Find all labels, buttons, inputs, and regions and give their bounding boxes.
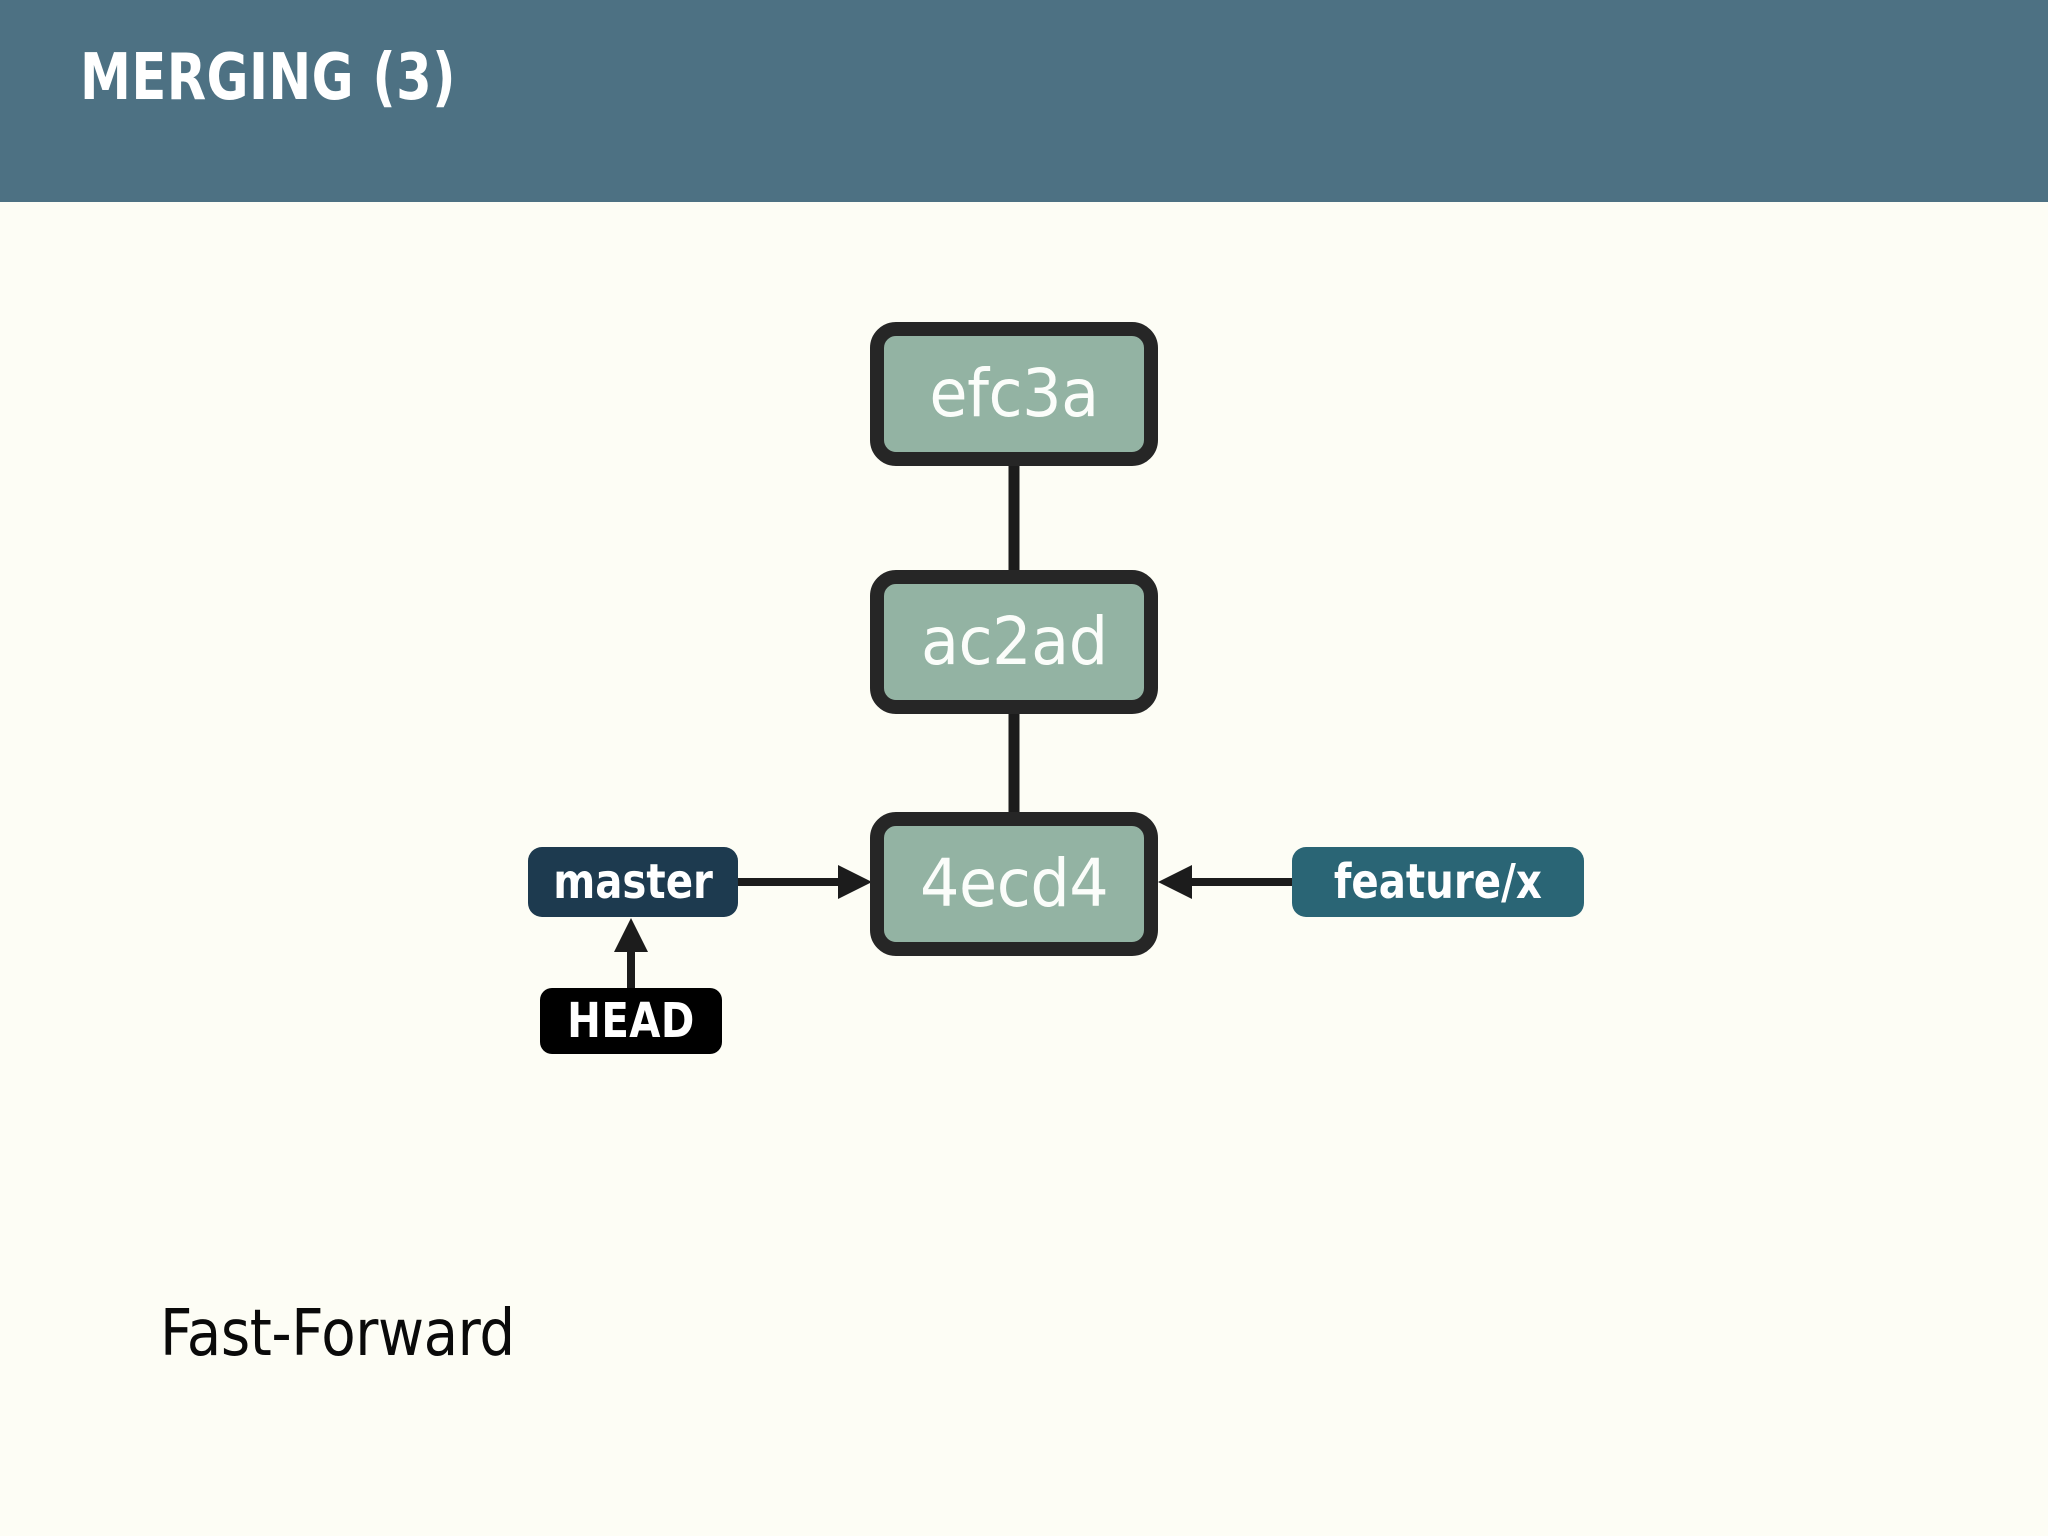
page-title: MERGING (3): [80, 41, 456, 115]
git-graph-diagram: efc3a ac2ad 4ecd4 master feature/x HEAD …: [0, 202, 2048, 1536]
commit-hash-label: 4ecd4: [919, 845, 1109, 922]
head-pointer-label[interactable]: HEAD: [540, 988, 722, 1054]
slide-caption: Fast-Forward: [160, 1297, 515, 1371]
arrow-featurex-to-4ecd4: [1158, 865, 1294, 899]
commit-hash-label: ac2ad: [920, 603, 1108, 680]
slide-header-bar: MERGING (3): [0, 0, 2048, 202]
commit-node-ac2ad[interactable]: ac2ad: [870, 570, 1158, 714]
commit-node-efc3a[interactable]: efc3a: [870, 322, 1158, 466]
head-pointer-text: HEAD: [567, 993, 695, 1049]
commit-hash-label: efc3a: [929, 355, 1099, 432]
branch-label-text: feature/x: [1333, 854, 1543, 910]
branch-label-master[interactable]: master: [528, 847, 738, 917]
branch-label-text: master: [553, 854, 713, 910]
arrow-master-to-4ecd4: [736, 865, 872, 899]
commit-node-4ecd4[interactable]: 4ecd4: [870, 812, 1158, 956]
branch-label-feature-x[interactable]: feature/x: [1292, 847, 1584, 917]
arrow-head-to-master: [614, 918, 648, 993]
